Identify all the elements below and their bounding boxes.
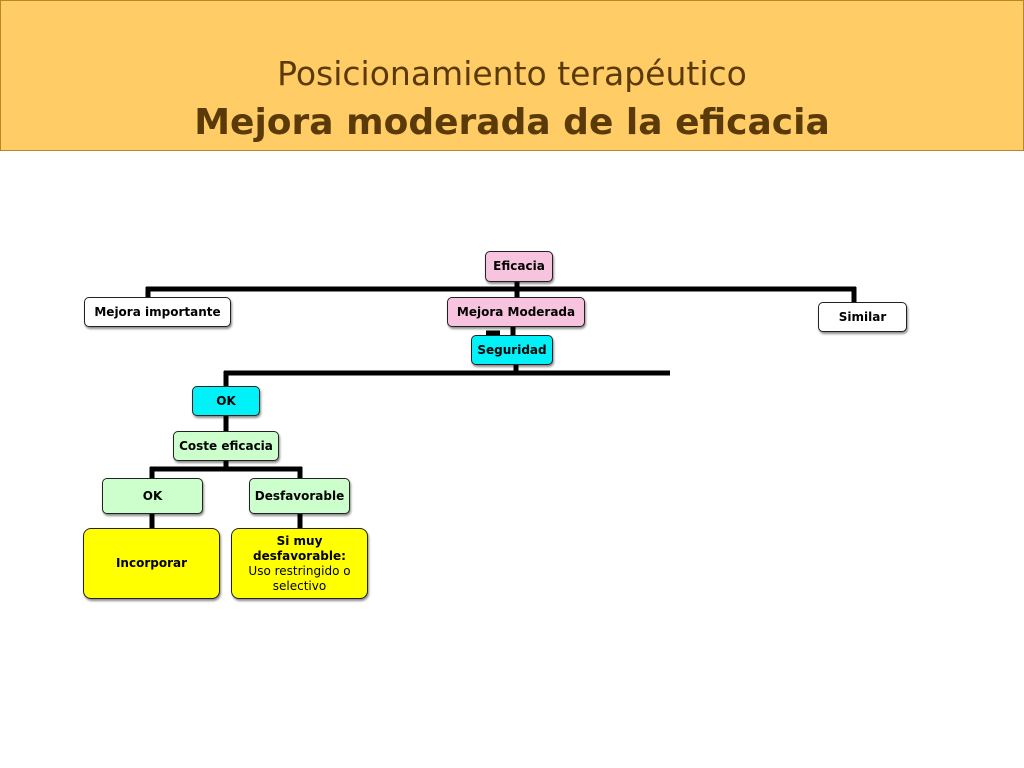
title-banner: Posicionamiento terapéutico Mejora moder… xyxy=(0,0,1024,151)
node-seguridad: Seguridad xyxy=(471,335,553,365)
node-mejora-moderada: Mejora Moderada xyxy=(447,297,585,327)
node-mejora-importante: Mejora importante xyxy=(84,297,231,327)
node-uso-restringido: Si muy desfavorable: Uso restringido o s… xyxy=(231,528,368,599)
node-incorporar: Incorporar xyxy=(83,528,220,599)
node-seguridad-ok: OK xyxy=(192,386,260,416)
node-coste-eficacia: Coste eficacia xyxy=(173,431,279,461)
title-line-1: Posicionamiento terapéutico xyxy=(277,54,747,93)
node-uso-restringido-bold: Si muy desfavorable: xyxy=(253,533,346,563)
node-desfavorable: Desfavorable xyxy=(249,478,350,514)
node-coste-ok: OK xyxy=(102,478,203,514)
node-similar-label: Similar xyxy=(838,309,887,324)
node-incorporar-label: Incorporar xyxy=(115,556,188,570)
node-eficacia-label: Eficacia xyxy=(493,259,545,273)
node-desfavorable-label: Desfavorable xyxy=(254,488,345,503)
node-coste-ok-label: OK xyxy=(142,488,163,503)
node-eficacia: Eficacia xyxy=(485,251,553,282)
node-coste-eficacia-label: Coste eficacia xyxy=(179,438,273,453)
node-mejora-moderada-label: Mejora Moderada xyxy=(456,304,576,319)
node-similar: Similar xyxy=(818,302,907,332)
node-seguridad-label: Seguridad xyxy=(477,342,547,357)
title-line-2: Mejora moderada de la eficacia xyxy=(194,102,830,143)
node-mejora-importante-label: Mejora importante xyxy=(94,304,221,319)
node-uso-restringido-normal: Uso restringido o selectivo xyxy=(248,563,351,593)
node-uso-restringido-text: Si muy desfavorable: Uso restringido o s… xyxy=(244,534,356,594)
node-seguridad-ok-label: OK xyxy=(216,393,236,408)
